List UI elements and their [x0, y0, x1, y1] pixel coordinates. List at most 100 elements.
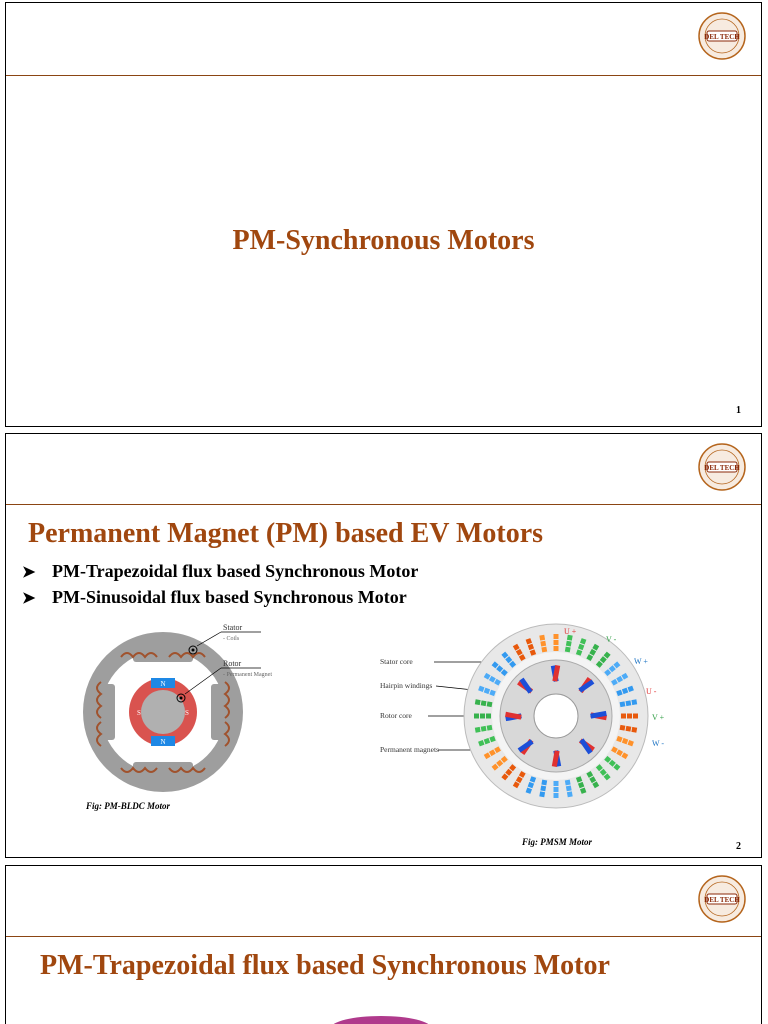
- winding-slot: [483, 672, 491, 680]
- winding-slot: [512, 781, 520, 789]
- svg-text:W +: W +: [634, 657, 648, 666]
- rotor-magnet: [552, 665, 561, 682]
- slide-3: DEL TECH PM-Trapezoidal flux based Synch…: [5, 865, 762, 1024]
- winding-slot: [480, 700, 487, 707]
- rotor-magnet: [505, 711, 522, 720]
- arrow-bullet-icon: ➤: [22, 590, 36, 607]
- winding-slot: [603, 773, 611, 781]
- winding-slot: [577, 643, 585, 651]
- figure-caption: Fig: PMSM Motor: [522, 837, 593, 847]
- winding-slot: [539, 634, 546, 641]
- winding-slot: [621, 713, 626, 719]
- winding-slot: [515, 776, 523, 784]
- winding-slot: [491, 763, 499, 771]
- winding-slot: [627, 739, 634, 747]
- winding-slot: [619, 724, 626, 731]
- slide-2: DEL TECH Permanent Magnet (PM) based EV …: [5, 433, 762, 858]
- slide-title: PM-Trapezoidal flux based Synchronous Mo…: [40, 950, 610, 981]
- winding-slot: [565, 785, 572, 792]
- winding-slot: [603, 651, 611, 659]
- winding-slot: [553, 793, 559, 798]
- slide-title: PM-Synchronous Motors: [232, 225, 535, 256]
- winding-slot: [604, 669, 612, 677]
- rotor-magnet: [578, 679, 595, 693]
- hairpin-windings: [474, 634, 638, 798]
- winding-slot: [489, 735, 496, 743]
- winding-slot: [540, 785, 547, 792]
- bldc-motor-figure: N S N S Stator - Coils Rotor - Permanent…: [83, 623, 272, 792]
- winding-slot: [625, 700, 632, 707]
- winding-slot: [512, 643, 520, 651]
- winding-slot: [478, 685, 485, 693]
- winding-slot: [540, 640, 547, 647]
- winding-slot: [579, 787, 587, 794]
- winding-slot: [494, 746, 501, 754]
- winding-slot: [599, 768, 607, 776]
- university-logo-icon: DEL TECH: [698, 875, 746, 923]
- winding-slot: [515, 648, 523, 656]
- winding-slot: [595, 660, 603, 668]
- winding-slot: [553, 646, 559, 651]
- winding-slot: [586, 771, 594, 778]
- rotor-magnet: [590, 710, 607, 719]
- winding-slot: [616, 735, 623, 743]
- university-logo-icon: DEL TECH: [698, 443, 746, 491]
- winding-slot: [621, 737, 629, 745]
- winding-slot: [613, 661, 621, 669]
- winding-slot: [483, 752, 491, 760]
- winding-slot: [474, 699, 481, 706]
- figure-caption: Fig: PM-BLDC Motor: [86, 801, 171, 811]
- winding-slot: [564, 779, 571, 786]
- rotor-magnet: [579, 738, 593, 755]
- winding-slot: [518, 771, 526, 778]
- winding-slot: [611, 746, 618, 754]
- slide-header: [6, 866, 761, 937]
- winding-slot: [505, 656, 513, 664]
- winding-slot: [621, 687, 629, 695]
- winding-slot: [527, 781, 535, 789]
- svg-text:U +: U +: [564, 627, 577, 636]
- winding-slot: [539, 791, 546, 798]
- rotor-magnet: [551, 750, 560, 767]
- winding-slot: [525, 638, 533, 645]
- winding-slot: [616, 689, 623, 697]
- svg-text:W -: W -: [652, 739, 664, 748]
- winding-slot: [621, 752, 629, 760]
- winding-slot: [541, 779, 548, 786]
- winding-slot: [553, 640, 559, 645]
- winding-slot: [589, 648, 597, 656]
- winding-slot: [608, 759, 616, 767]
- svg-text:N: N: [160, 738, 165, 746]
- winding-slot: [566, 791, 573, 798]
- winding-slot: [579, 638, 587, 645]
- winding-slot: [611, 678, 618, 686]
- svg-text:Stator: Stator: [223, 623, 242, 632]
- page-number: 2: [736, 841, 741, 852]
- winding-slot: [529, 649, 537, 656]
- winding-slot: [509, 764, 517, 772]
- winding-slot: [509, 660, 517, 668]
- winding-slot: [474, 713, 479, 719]
- winding-slot: [553, 634, 559, 639]
- winding-slot: [541, 646, 548, 653]
- page-number: 1: [736, 405, 741, 416]
- svg-text:DEL TECH: DEL TECH: [704, 464, 740, 472]
- winding-slot: [486, 713, 491, 719]
- winding-slot: [527, 643, 535, 651]
- winding-slot: [565, 640, 572, 647]
- winding-slot: [501, 773, 509, 781]
- svg-text:Rotor core: Rotor core: [380, 711, 413, 720]
- winding-slot: [480, 713, 485, 719]
- pmsm-motor-figure: Stator core Hairpin windings Rotor core …: [380, 623, 665, 809]
- slide-header: [6, 434, 761, 505]
- winding-slot: [478, 739, 485, 747]
- winding-slot: [589, 776, 597, 784]
- svg-text:- Coils: - Coils: [223, 636, 240, 642]
- winding-slot: [500, 669, 508, 677]
- svg-text:Hairpin windings: Hairpin windings: [380, 681, 432, 690]
- winding-slot: [595, 764, 603, 772]
- svg-text:Stator core: Stator core: [380, 657, 413, 666]
- slide-header: [6, 3, 761, 76]
- winding-slot: [577, 781, 585, 789]
- winding-slot: [586, 654, 594, 661]
